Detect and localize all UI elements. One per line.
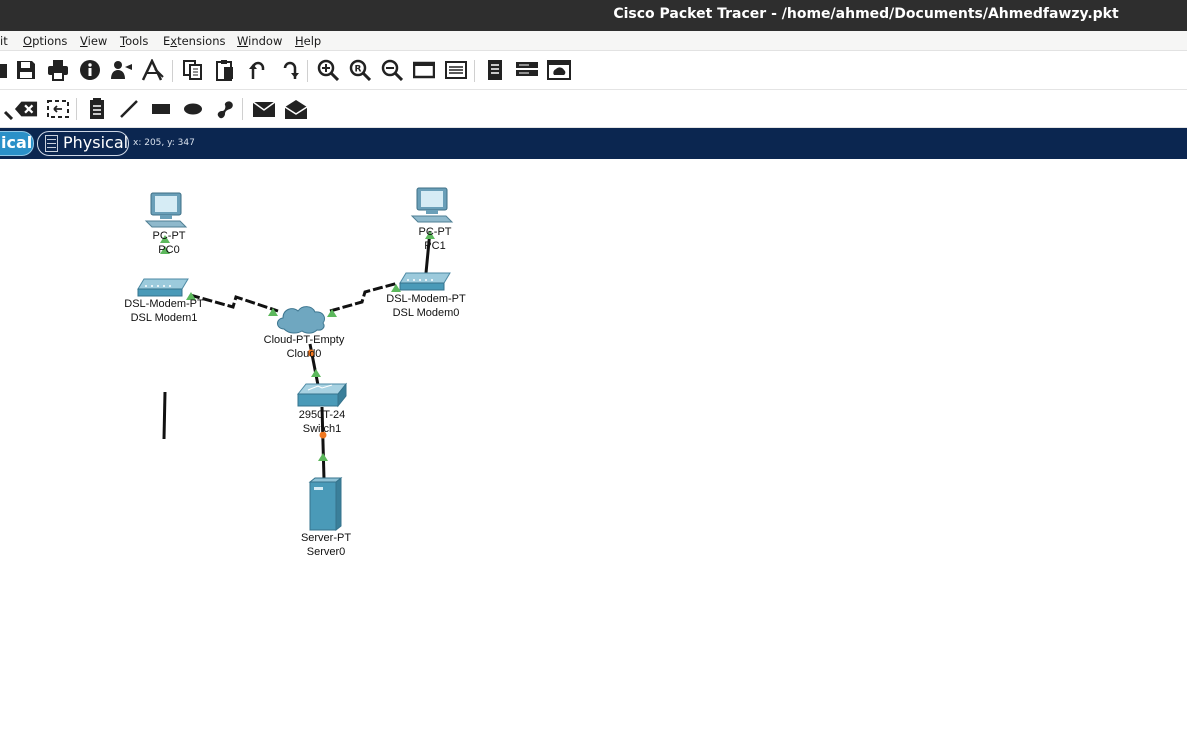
resize-icon[interactable]: [46, 97, 70, 121]
tab-physical[interactable]: Physical: [37, 131, 129, 156]
main-toolbar: R: [0, 52, 1187, 90]
paste-icon[interactable]: [213, 58, 237, 82]
delete-icon[interactable]: [14, 97, 38, 121]
link-modem1-cloud0[interactable]: [189, 293, 279, 313]
device-dsl-modem0-model: DSL-Modem-PT: [386, 293, 466, 305]
rectangle-icon[interactable]: [149, 97, 173, 121]
zoom-out-icon[interactable]: [380, 58, 404, 82]
open-icon[interactable]: [0, 58, 12, 82]
custom-device-icon[interactable]: [110, 58, 134, 82]
device-dsl-modem0-label: DSL-Modem-PT DSL Modem0: [386, 292, 465, 320]
link-modem0-cloud0[interactable]: [329, 281, 399, 313]
device-server0-label: Server-PT Server0: [301, 531, 351, 559]
links: [162, 230, 432, 480]
menu-tools[interactable]: Tools: [120, 34, 149, 48]
menu-view[interactable]: View: [80, 34, 108, 48]
device-dsl-modem1-label: DSL-Modem-PT DSL Modem1: [124, 297, 203, 325]
notes-icon[interactable]: [483, 58, 507, 82]
device-pc1[interactable]: [410, 187, 454, 223]
device-switch1-label: 2950T-24 Switch1: [299, 408, 345, 436]
menu-options[interactable]: Options: [23, 34, 68, 48]
cluster-icon[interactable]: [547, 58, 571, 82]
title-bar: Cisco Packet Tracer - /home/ahmed/Docume…: [0, 0, 1187, 31]
link-switch1-server0[interactable]: [320, 406, 326, 480]
device-pc1-label: PC-PT PC1: [419, 225, 452, 253]
device-pc0-model: PC-PT: [152, 230, 186, 242]
menu-bar: it Options View Tools Extensions Window …: [0, 31, 1187, 51]
device-dsl-modem1-name: DSL Modem1: [130, 312, 198, 324]
logical-workspace[interactable]: PC-PT PC0 PC-PT PC1 DSL-Modem-PT DSL Mod…: [0, 159, 1187, 749]
device-pc0[interactable]: [144, 192, 188, 228]
device-cloud0-name: Cloud0: [286, 348, 322, 360]
device-server0-name: Server0: [306, 546, 346, 558]
line-icon[interactable]: [117, 97, 141, 121]
custom-devices-dialog-icon[interactable]: [444, 58, 468, 82]
copy-icon[interactable]: [181, 58, 205, 82]
device-switch1-model: 2950T-24: [298, 409, 346, 421]
tab-logical[interactable]: ical: [0, 131, 34, 156]
redo-icon[interactable]: [277, 58, 301, 82]
device-switch1[interactable]: [296, 382, 348, 408]
physical-icon: [45, 135, 58, 152]
menu-edit[interactable]: it: [0, 34, 8, 48]
undo-icon[interactable]: [245, 58, 269, 82]
svg-text:R: R: [355, 65, 362, 75]
cursor-coordinates: x: 205, y: 347: [133, 138, 195, 148]
menu-window[interactable]: Window: [237, 34, 283, 48]
device-server0-model: Server-PT: [300, 532, 352, 544]
info-icon[interactable]: [78, 58, 102, 82]
freeform-icon[interactable]: [213, 97, 237, 121]
device-dsl-modem0-name: DSL Modem0: [392, 307, 460, 319]
simple-pdu-icon[interactable]: [252, 97, 276, 121]
device-cloud0-label: Cloud-PT-Empty Cloud0: [264, 333, 345, 361]
device-pc0-name: PC0: [158, 244, 180, 256]
device-cloud0[interactable]: [277, 306, 326, 334]
device-dsl-modem1-model: DSL-Modem-PT: [124, 298, 204, 310]
workspace-mode-bar: ical Physical x: 205, y: 347: [0, 128, 1187, 159]
device-cloud0-model: Cloud-PT-Empty: [263, 334, 345, 346]
device-switch1-name: Switch1: [302, 423, 342, 435]
activity-wizard-icon[interactable]: [141, 58, 165, 82]
menu-help[interactable]: Help: [295, 34, 322, 48]
tools-toolbar: [0, 90, 1187, 128]
tab-physical-label: Physical: [63, 133, 129, 152]
link-pc0-modem1[interactable]: [162, 391, 167, 440]
topology-canvas: [137, 187, 454, 532]
complex-pdu-icon[interactable]: [284, 97, 308, 121]
device-dsl-modem0[interactable]: [399, 272, 451, 291]
device-server0[interactable]: [308, 476, 343, 532]
device-dsl-modem1[interactable]: [137, 278, 189, 297]
zoom-reset-icon[interactable]: R: [348, 58, 372, 82]
device-pc0-label: PC-PT PC0: [153, 229, 186, 257]
window-title: Cisco Packet Tracer - /home/ahmed/Docume…: [613, 6, 1119, 22]
print-icon[interactable]: [46, 58, 70, 82]
device-pc1-name: PC1: [424, 240, 446, 252]
device-pc1-model: PC-PT: [418, 226, 452, 238]
menu-extensions[interactable]: Extensions: [163, 34, 226, 48]
drawing-palette-icon[interactable]: [412, 58, 436, 82]
link-status-lights: [160, 231, 435, 461]
save-icon[interactable]: [14, 58, 38, 82]
device-template-icon[interactable]: [515, 58, 539, 82]
zoom-in-icon[interactable]: [316, 58, 340, 82]
note-icon[interactable]: [85, 97, 109, 121]
inspect-icon[interactable]: [0, 97, 14, 121]
ellipse-icon[interactable]: [181, 97, 205, 121]
